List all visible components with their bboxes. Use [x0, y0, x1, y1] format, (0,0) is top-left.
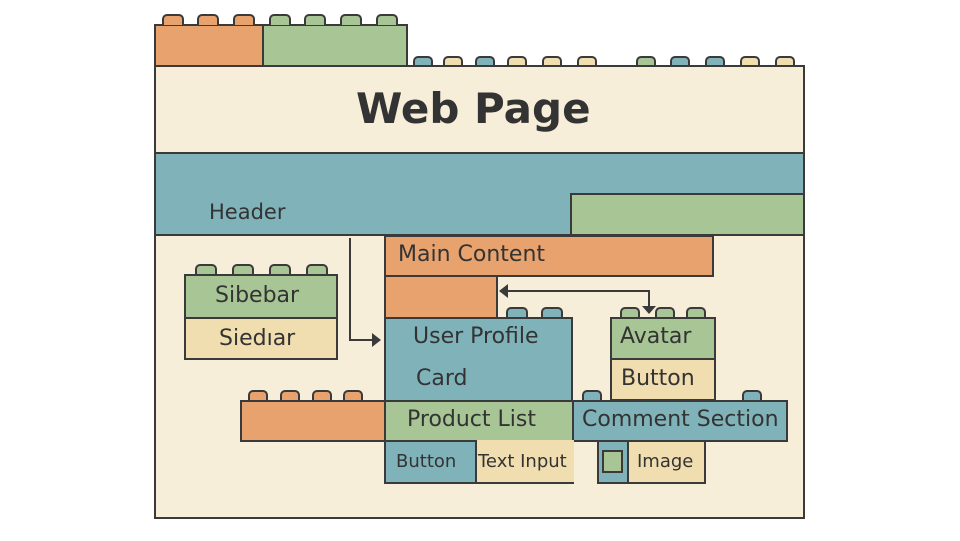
stud [340, 14, 362, 25]
stud [655, 307, 675, 318]
stud [740, 56, 760, 67]
stud [636, 56, 656, 67]
stud [582, 390, 602, 401]
stud [269, 14, 291, 25]
stud [162, 14, 184, 25]
stud [233, 14, 255, 25]
user-profile-card-block [384, 317, 573, 403]
avatar-button-label: Button [621, 366, 695, 391]
main-content-sub-block [384, 275, 498, 319]
comment-section-label: Comment Section [582, 407, 779, 432]
stud [506, 307, 528, 318]
stud [686, 307, 706, 318]
product-list-label: Product List [407, 407, 536, 432]
main-content-label: Main Content [398, 242, 546, 267]
stud [413, 56, 433, 67]
stud [705, 56, 725, 67]
stud [376, 14, 398, 25]
stud [197, 14, 219, 25]
stud [232, 264, 254, 275]
stud [269, 264, 291, 275]
main-content-block [384, 235, 714, 277]
stud [195, 264, 217, 275]
connector-line [349, 238, 351, 341]
stud [443, 56, 463, 67]
stud [670, 56, 690, 67]
connector-line [648, 290, 650, 308]
stud [306, 264, 328, 275]
stud [542, 56, 562, 67]
image-icon [602, 450, 623, 473]
button-label: Button [396, 451, 457, 472]
user-profile-label: User Profile [413, 324, 539, 349]
stud [343, 390, 363, 401]
top-green-brick [262, 24, 408, 67]
text-input-block [475, 440, 574, 484]
stud [775, 56, 795, 67]
arrow-right-icon [372, 333, 381, 347]
connector-line [506, 290, 650, 292]
image-block [627, 440, 706, 484]
avatar-label: Avatar [620, 324, 692, 349]
header-green-block [570, 193, 805, 236]
stud [475, 56, 495, 67]
stud [577, 56, 597, 67]
stud [304, 14, 326, 25]
avatar-button-block [610, 358, 716, 401]
sidebar-top-label: Sibebar [215, 283, 300, 308]
header-label: Header [209, 200, 286, 224]
stud [312, 390, 332, 401]
page-title: Web Page [356, 84, 591, 133]
stud [620, 307, 640, 318]
arrow-down-icon [642, 306, 656, 314]
arrow-left-icon [499, 284, 508, 298]
stud [507, 56, 527, 67]
sidebar-bottom-label: Siedıar [219, 326, 296, 351]
sidebar-bottom-block [184, 317, 338, 360]
stud [248, 390, 268, 401]
stud [742, 390, 762, 401]
image-label: Image [637, 451, 694, 472]
stud [541, 307, 563, 318]
connector-line [349, 339, 379, 341]
orange-brick [240, 400, 386, 442]
stud [280, 390, 300, 401]
user-profile-label-line2: Card [416, 366, 468, 391]
button-block [384, 440, 477, 484]
top-orange-brick [154, 24, 264, 67]
text-input-label: Text Input [478, 451, 567, 472]
